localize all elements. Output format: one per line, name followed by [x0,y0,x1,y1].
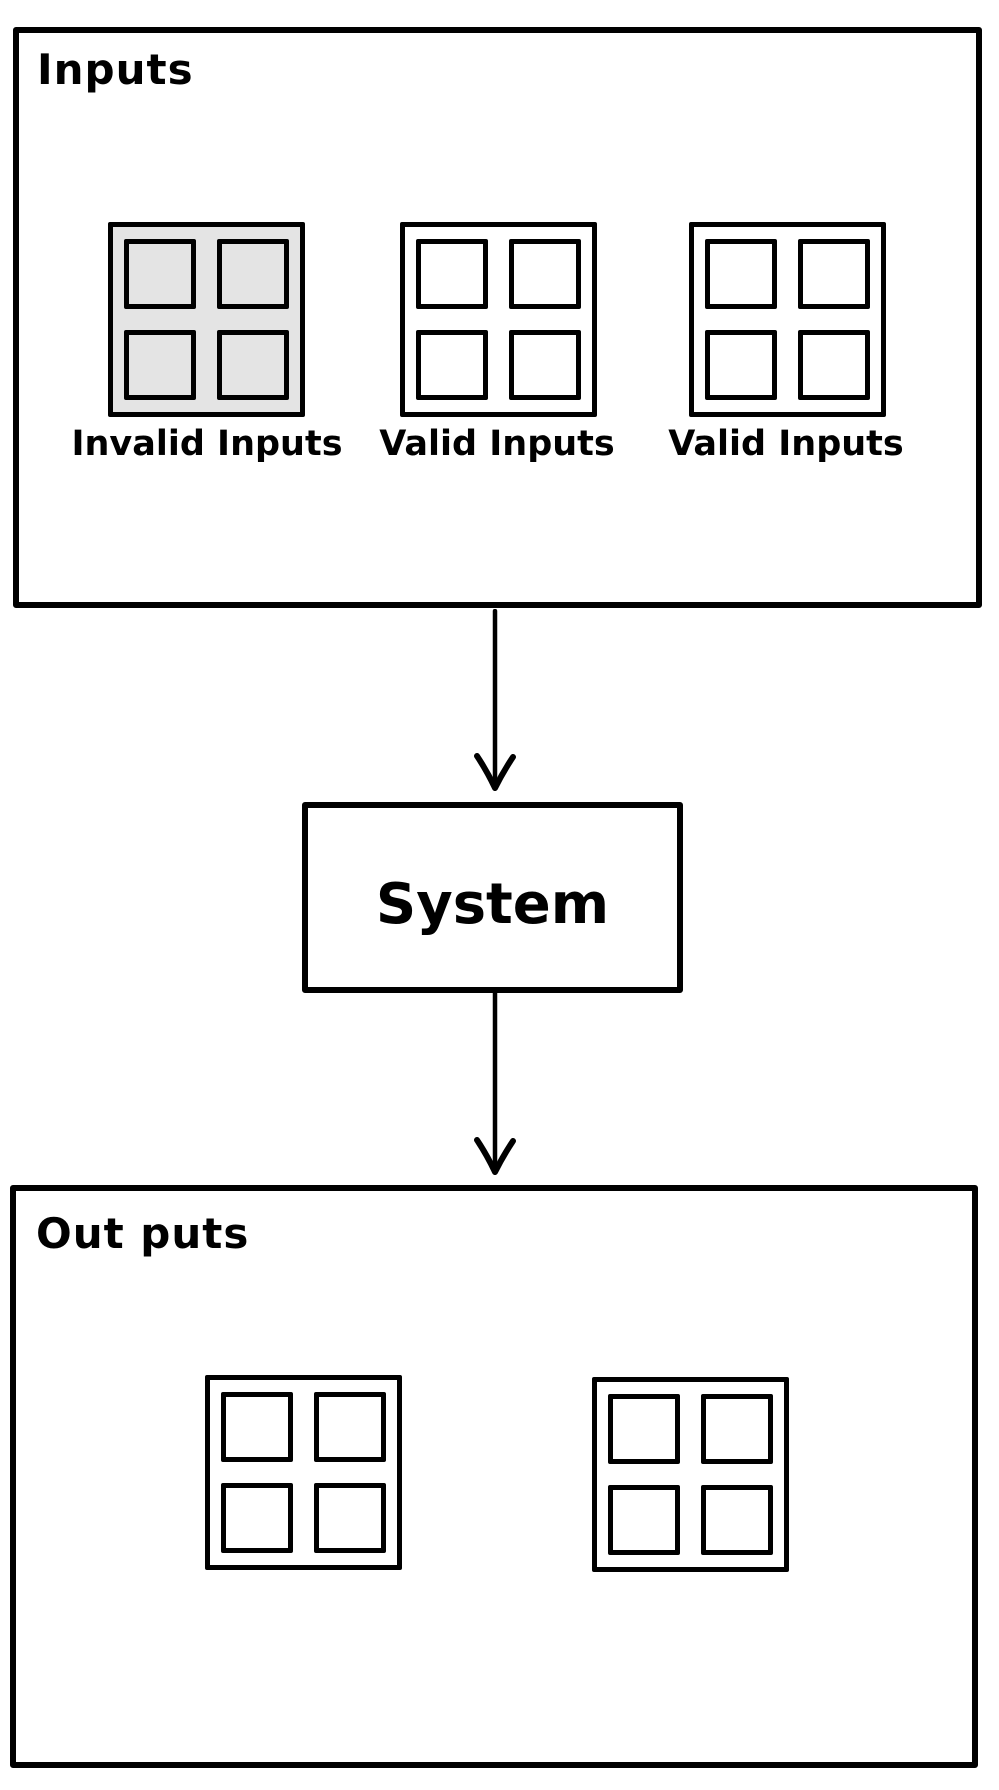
outputs-title: Out puts [36,1209,250,1258]
grid-cell [509,330,581,400]
grid-cell [705,239,777,309]
input-grid-valid-1 [400,222,597,417]
output-grid-2 [592,1377,789,1572]
grid-cell [314,1392,386,1462]
system-box: System [302,802,683,993]
grid-cell [509,239,581,309]
grid-cell [608,1485,680,1555]
inputs-title: Inputs [37,45,194,94]
grid-cell [705,330,777,400]
grid-cell [701,1485,773,1555]
grid-cell [217,330,289,400]
output-grid-1 [205,1375,402,1570]
arrow-inputs-to-system-icon [474,609,516,791]
invalid-inputs-label: Invalid Inputs [71,424,343,464]
grid-cell [217,239,289,309]
grid-cell [221,1483,293,1553]
grid-cell [608,1394,680,1464]
grid-cell [798,330,870,400]
grid-cell [798,239,870,309]
valid-inputs-label-2: Valid Inputs [668,424,904,464]
grid-cell [416,239,488,309]
arrow-system-to-outputs-icon [474,991,516,1175]
grid-cell [314,1483,386,1553]
grid-cell [124,239,196,309]
grid-cell [416,330,488,400]
input-grid-valid-2 [689,222,886,417]
grid-cell [124,330,196,400]
grid-cell [221,1392,293,1462]
valid-inputs-label-1: Valid Inputs [379,424,615,464]
system-label: System [375,872,610,937]
outputs-box: Out puts [10,1185,978,1768]
input-grid-invalid [108,222,305,417]
grid-cell [701,1394,773,1464]
